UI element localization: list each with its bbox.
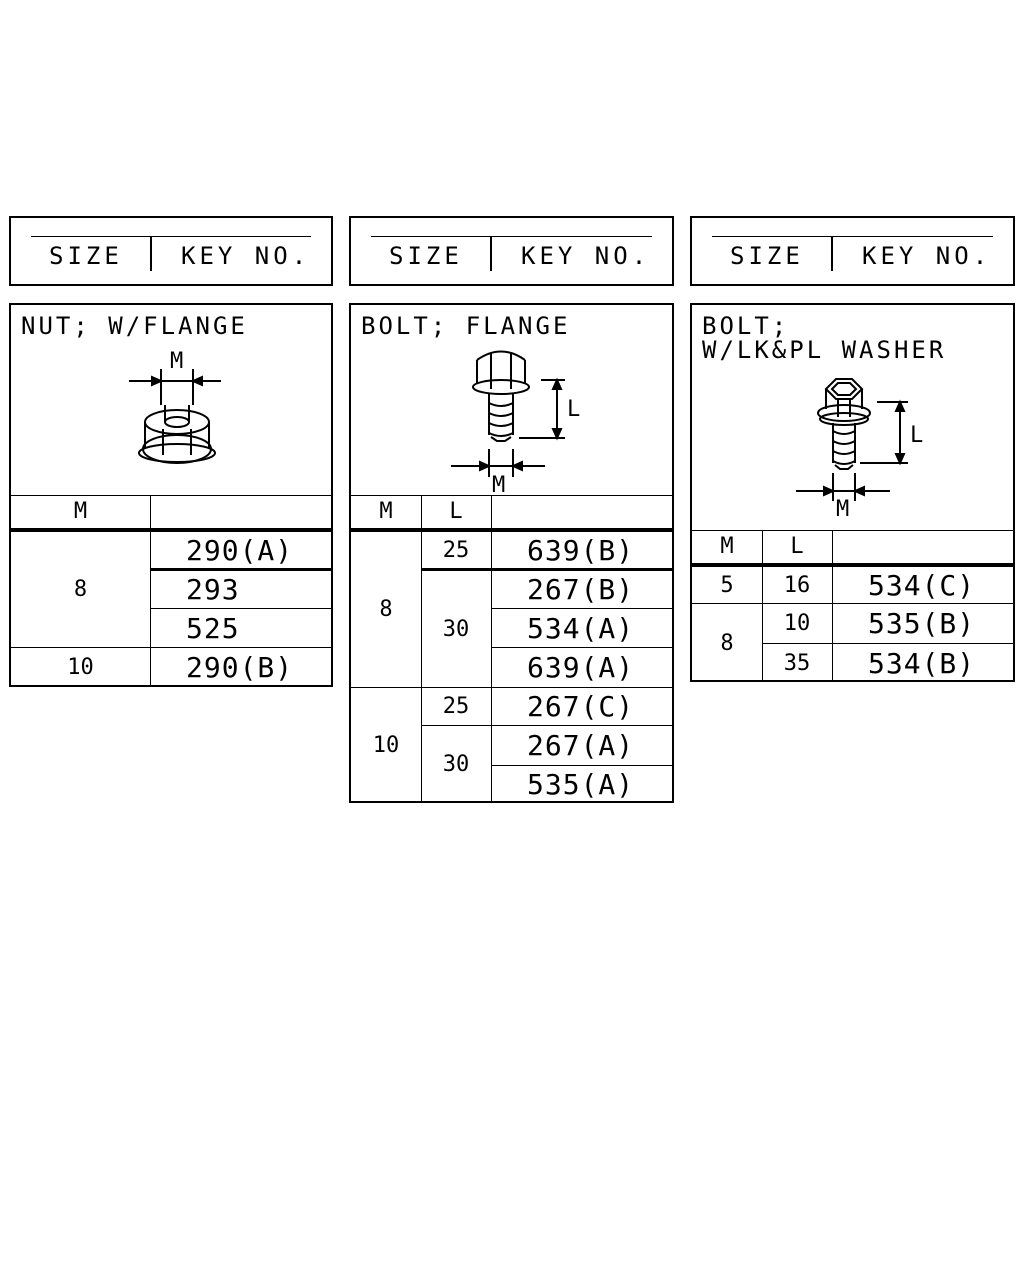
nut-flange-title: NUT; W/FLANGE bbox=[21, 312, 248, 340]
bolt-flange-m-10: 10 bbox=[372, 732, 400, 758]
header-box-2: SIZE KEY NO. bbox=[349, 216, 674, 286]
nut-flange-panel: NUT; W/FLANGE M M 8 10 290(A) bbox=[9, 303, 333, 687]
nut-dim-m-label: M bbox=[170, 349, 183, 374]
bolt-flange-col-m: M bbox=[379, 499, 393, 524]
bolt-flange-dim-m-label: M bbox=[492, 473, 505, 495]
bolt-flange-l-30: 30 bbox=[442, 752, 470, 777]
bolt-washer-l-16: 16 bbox=[783, 572, 811, 598]
bolt-flange-key: 639(A) bbox=[527, 651, 635, 684]
header-box-3: SIZE KEY NO. bbox=[690, 216, 1015, 286]
bolt-washer-key: 534(B) bbox=[868, 646, 976, 680]
key-no-header: KEY NO. bbox=[181, 242, 311, 270]
bolt-flange-l-25: 25 bbox=[442, 537, 470, 563]
nut-key-290b: 290(B) bbox=[186, 651, 294, 684]
bolt-washer-key: 535(B) bbox=[868, 607, 976, 640]
nut-key-293: 293 bbox=[186, 573, 240, 606]
flange-nut-drawing: M bbox=[129, 349, 221, 464]
bolt-flange-dim-l-label: L bbox=[567, 397, 580, 422]
bolt-flange-key: 267(A) bbox=[527, 729, 635, 762]
bolt-flange-col-l: L bbox=[449, 499, 463, 524]
bolt-flange-key: 267(C) bbox=[527, 690, 635, 723]
nut-key-525: 525 bbox=[186, 611, 240, 645]
bolt-flange-l-25: 25 bbox=[442, 693, 470, 719]
bolt-washer-dim-l-label: L bbox=[910, 423, 923, 448]
bolt-washer-m-8: 8 bbox=[720, 630, 734, 656]
bolt-flange-m-8: 8 bbox=[379, 597, 393, 622]
nut-col-m: M bbox=[73, 499, 88, 524]
bolt-washer-dim-m-label: M bbox=[836, 497, 849, 522]
size-header: SIZE bbox=[389, 242, 463, 270]
nut-key-290a: 290(A) bbox=[186, 533, 294, 567]
nut-m-8: 8 bbox=[73, 577, 88, 602]
key-no-header: KEY NO. bbox=[862, 242, 992, 270]
bolt-flange-key: 535(A) bbox=[527, 768, 635, 801]
bolt-flange-key: 534(A) bbox=[527, 611, 635, 645]
nut-m-10: 10 bbox=[67, 654, 94, 680]
bolt-washer-key: 534(C) bbox=[868, 568, 976, 602]
header-box-1: SIZE KEY NO. bbox=[9, 216, 333, 286]
bolt-washer-col-l: L bbox=[790, 534, 804, 559]
bolt-flange-panel: BOLT; FLANGE bbox=[349, 303, 674, 803]
bolt-washer-l-10: 10 bbox=[783, 611, 811, 636]
key-no-header: KEY NO. bbox=[521, 242, 651, 270]
flange-bolt-drawing: L M bbox=[451, 350, 580, 495]
bolt-washer-m-5: 5 bbox=[720, 572, 734, 598]
bolt-flange-key: 639(B) bbox=[527, 533, 635, 567]
bolt-flange-l-30: 30 bbox=[442, 616, 470, 642]
washer-bolt-drawing: L M bbox=[796, 378, 923, 522]
bolt-washer-l-35: 35 bbox=[783, 650, 811, 676]
bolt-flange-title: BOLT; FLANGE bbox=[361, 312, 571, 340]
bolt-washer-panel: BOLT; W/LK&PL WASHER bbox=[690, 303, 1015, 682]
size-header: SIZE bbox=[730, 242, 804, 270]
size-header: SIZE bbox=[49, 242, 123, 270]
bolt-flange-key: 267(B) bbox=[527, 573, 635, 606]
bolt-washer-col-m: M bbox=[720, 534, 734, 559]
bolt-washer-title: BOLT; W/LK&PL WASHER bbox=[702, 312, 947, 364]
